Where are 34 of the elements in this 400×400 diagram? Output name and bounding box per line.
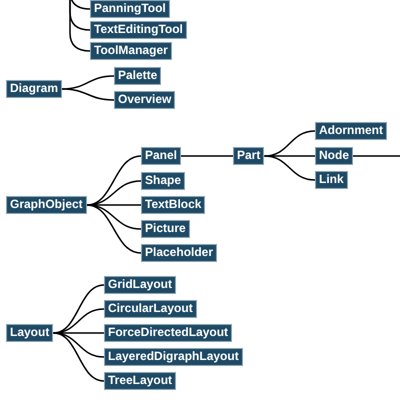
connector-line xyxy=(62,88,114,101)
class-box: GraphObject xyxy=(6,196,87,214)
class-box: TreeLayout xyxy=(104,372,176,390)
connector-line xyxy=(86,204,142,254)
class-box: Placeholder xyxy=(141,244,218,262)
class-box: Panel xyxy=(141,147,182,165)
connector-line xyxy=(53,308,104,334)
class-box: Palette xyxy=(114,67,162,85)
class-box: GridLayout xyxy=(104,276,176,294)
connector-line xyxy=(181,155,233,157)
class-box: PanningTool xyxy=(90,0,170,18)
class-box: Node xyxy=(315,147,353,165)
class-box: Adornment xyxy=(315,122,387,140)
class-box: TextEditingTool xyxy=(90,21,187,39)
connector-line xyxy=(62,75,114,90)
connector-line xyxy=(53,332,104,382)
class-box: CircularLayout xyxy=(104,300,197,318)
class-box: ToolManager xyxy=(90,42,172,60)
class-box: Picture xyxy=(141,220,190,238)
class-box: ForceDirectedLayout xyxy=(104,324,232,342)
connector-line xyxy=(353,155,400,157)
class-box: Part xyxy=(233,147,264,165)
class-box: Layout xyxy=(6,324,54,342)
class-box: LayeredDigraphLayout xyxy=(104,348,243,366)
connector-line xyxy=(69,0,90,10)
class-box: Diagram xyxy=(6,80,62,98)
class-box: Link xyxy=(315,171,348,189)
class-box: Overview xyxy=(114,91,176,109)
class-box: Shape xyxy=(141,172,186,190)
connector-line xyxy=(264,130,316,157)
class-box: TextBlock xyxy=(141,196,206,214)
connector-line xyxy=(264,155,316,181)
connector-line xyxy=(86,180,142,206)
connector-line xyxy=(69,0,90,52)
